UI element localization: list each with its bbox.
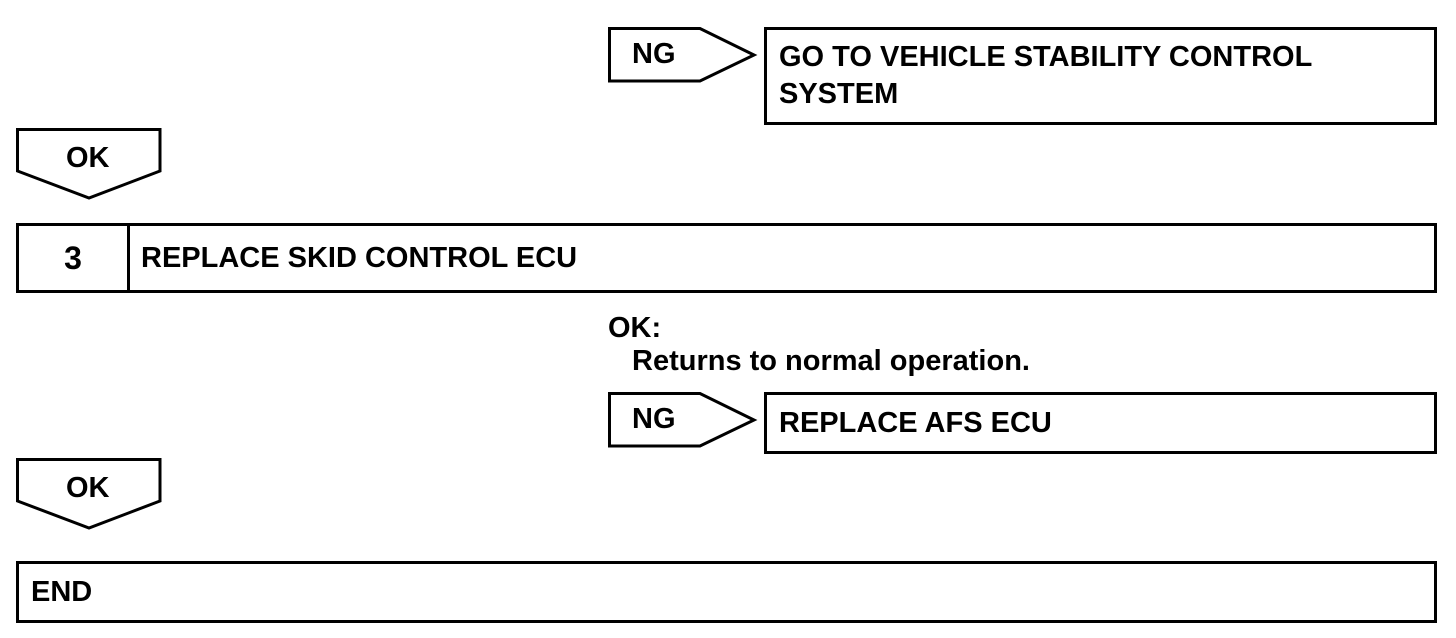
- step-divider: [127, 226, 130, 290]
- ok-arrow-shape: [16, 128, 162, 200]
- ng-result-line-1: GO TO VEHICLE STABILITY CONTROL: [779, 41, 1313, 73]
- ng-arrow-label: NG: [632, 38, 676, 70]
- end-box: END: [16, 561, 1437, 623]
- ng-result-line: REPLACE AFS ECU: [779, 407, 1052, 439]
- ng-arrow-shape: [608, 27, 758, 83]
- ng-result-line-2: SYSTEM: [779, 78, 899, 110]
- step-number: 3: [64, 240, 82, 276]
- ok-arrow-label: OK: [66, 142, 110, 174]
- ok-result-heading: OK:: [608, 312, 662, 344]
- end-label: END: [31, 576, 93, 608]
- ok-arrow-shape: [16, 458, 162, 530]
- ng-result-box-2: REPLACE AFS ECU: [764, 392, 1437, 454]
- ok-result-text: Returns to normal operation.: [632, 345, 1030, 377]
- step-3-box: 3 REPLACE SKID CONTROL ECU: [16, 223, 1437, 293]
- ng-result-box-1: GO TO VEHICLE STABILITY CONTROL SYSTEM: [764, 27, 1437, 125]
- ng-arrow-label: NG: [632, 403, 676, 435]
- step-title: REPLACE SKID CONTROL ECU: [141, 242, 578, 274]
- ng-arrow-shape: [608, 392, 758, 448]
- ok-arrow-label: OK: [66, 472, 110, 504]
